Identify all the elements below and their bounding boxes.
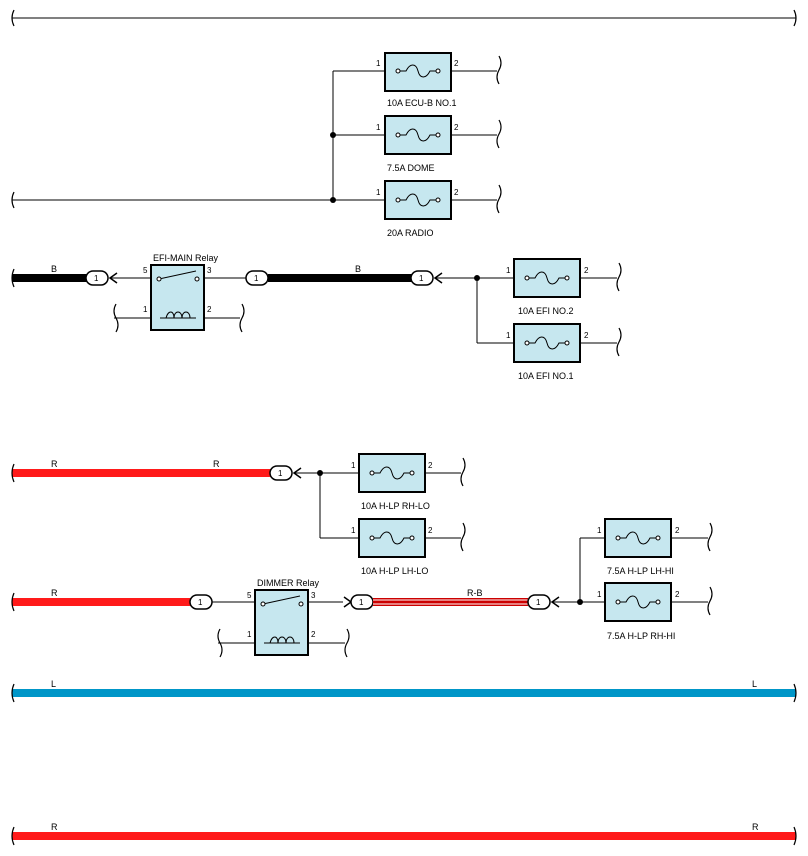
pin-label: 1: [597, 590, 602, 599]
svg-text:1: 1: [94, 274, 99, 283]
fuse-hlp-rh-hi[interactable]: 1 2 7.5A H-LP RH-HI: [597, 582, 713, 641]
pin-label: 2: [584, 331, 589, 340]
fuse-hlp-rh-lo[interactable]: 1 2 10A H-LP RH-LO: [351, 453, 466, 511]
wire-break-mark: [11, 826, 15, 846]
fuse-label: 20A RADIO: [387, 228, 434, 238]
arrow-icon: [343, 596, 353, 608]
pin-label: 2: [428, 461, 433, 470]
connector: 1: [85, 270, 109, 286]
pin-label: 2: [428, 526, 433, 535]
pin-label: 2: [454, 188, 459, 197]
wire-label: L: [752, 679, 757, 689]
fuse-ecu-b-no1[interactable]: 1 2 10A ECU-B NO.1: [333, 52, 502, 108]
pin-label: 1: [506, 266, 511, 275]
relay-label: EFI-MAIN Relay: [153, 253, 219, 263]
svg-text:1: 1: [359, 598, 364, 607]
pin-label: 1: [376, 188, 381, 197]
wire-break-mark: [793, 826, 797, 846]
pin-label: 1: [376, 123, 381, 132]
wire-label: R-B: [467, 588, 483, 598]
wire-label: R: [51, 588, 58, 598]
relay-efi-main[interactable]: EFI-MAIN Relay 5 3 1 2: [143, 253, 219, 331]
pin-label: 2: [584, 266, 589, 275]
svg-text:5: 5: [143, 266, 148, 275]
svg-text:2: 2: [311, 630, 316, 639]
pin-label: 2: [675, 590, 680, 599]
fuse-label: 7.5A H-LP RH-HI: [607, 631, 675, 641]
fuse-label: 10A H-LP RH-LO: [361, 501, 430, 511]
connector: 1: [527, 594, 551, 610]
svg-text:1: 1: [198, 598, 203, 607]
svg-text:1: 1: [536, 598, 541, 607]
svg-text:1: 1: [419, 274, 424, 283]
wire-break-mark: [11, 9, 15, 27]
fuse-label: 7.5A H-LP LH-HI: [607, 566, 674, 576]
pin-label: 1: [506, 331, 511, 340]
wire-break-mark: [11, 268, 15, 288]
wire-break-mark: [11, 191, 15, 209]
svg-text:1: 1: [143, 305, 148, 314]
connector: 1: [189, 594, 213, 610]
pin-label: 1: [351, 461, 356, 470]
wire-break-mark: [793, 9, 797, 27]
relay-dimmer[interactable]: DIMMER Relay 5 3 1 2: [247, 578, 320, 656]
svg-text:3: 3: [207, 266, 212, 275]
pin-label: 2: [675, 526, 680, 535]
fuse-label: 10A ECU-B NO.1: [387, 98, 457, 108]
fuse-efi-no2[interactable]: 1 2 10A EFI NO.2: [506, 258, 622, 316]
svg-text:1: 1: [278, 469, 283, 478]
wire-label: B: [355, 264, 361, 274]
fuse-dome[interactable]: 1 2 7.5A DOME: [333, 115, 502, 173]
fuse-label: 10A EFI NO.2: [518, 306, 574, 316]
svg-text:2: 2: [207, 305, 212, 314]
wire-break-mark: [217, 628, 223, 658]
connector: 1: [350, 594, 374, 610]
pin-label: 1: [351, 526, 356, 535]
pin-label: 1: [376, 59, 381, 68]
wire-red-black-dimmer-out: [373, 598, 528, 606]
pin-label: 1: [597, 526, 602, 535]
wire-label: R: [51, 822, 58, 832]
wire-break-mark: [11, 463, 15, 483]
fuse-label: 10A H-LP LH-LO: [361, 566, 428, 576]
wire-break-mark: [11, 683, 15, 703]
wire-break-mark: [344, 628, 350, 658]
fuse-radio[interactable]: 1 2 20A RADIO: [376, 180, 502, 238]
pin-label: 2: [454, 123, 459, 132]
wire-break-mark: [113, 303, 119, 333]
wire-break-mark: [11, 592, 15, 612]
wire-break-mark: [793, 683, 797, 703]
svg-text:1: 1: [254, 274, 259, 283]
wire-label: B: [51, 264, 57, 274]
wire-label: L: [51, 679, 56, 689]
fuse-hlp-lh-lo[interactable]: 1 2 10A H-LP LH-LO: [351, 518, 466, 576]
fuse-efi-no1[interactable]: 1 2 10A EFI NO.1: [506, 323, 622, 381]
wire-label: R: [752, 822, 759, 832]
wire-break-mark: [239, 303, 245, 333]
connector: 1: [245, 270, 269, 286]
junction-dot: [330, 197, 336, 203]
pin-label: 2: [454, 59, 459, 68]
svg-text:5: 5: [247, 591, 252, 600]
connector: 1: [410, 270, 434, 286]
fuse-hlp-lh-hi[interactable]: 1 2 7.5A H-LP LH-HI: [597, 518, 713, 576]
relay-label: DIMMER Relay: [257, 578, 320, 588]
svg-text:1: 1: [247, 630, 252, 639]
fuse-label: 7.5A DOME: [387, 163, 435, 173]
fuse-label: 10A EFI NO.1: [518, 371, 574, 381]
wire-label: R: [213, 459, 220, 469]
connector: 1: [269, 465, 293, 481]
svg-text:3: 3: [311, 591, 316, 600]
wire-label: R: [51, 459, 58, 469]
